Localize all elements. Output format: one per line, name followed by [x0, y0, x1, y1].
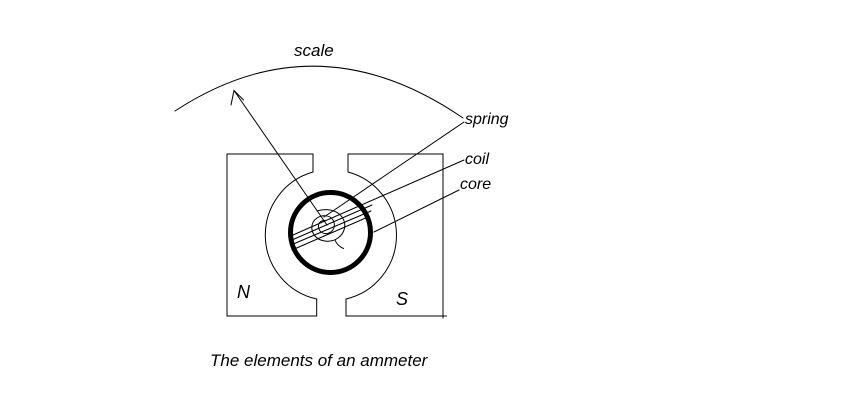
- north-pole-label: N: [237, 282, 250, 302]
- spring-spiral-tail: [334, 239, 344, 249]
- spring-label: spring: [465, 111, 509, 128]
- magnet-left-pole: [226, 153, 318, 317]
- needle-line: [233, 90, 328, 226]
- needle-arrowhead-icon: [230, 89, 244, 106]
- core-ring: [288, 190, 373, 275]
- spring-spiral: [311, 209, 346, 242]
- magnet-left-gap-arc: [264, 171, 318, 300]
- core-leader-line: [373, 189, 460, 233]
- caption: The elements of an ammeter: [210, 351, 428, 370]
- coil-band-line-2: [291, 204, 373, 241]
- magnet-right-pole: [345, 153, 447, 319]
- coil-label: coil: [465, 151, 490, 168]
- south-pole-label: S: [396, 289, 409, 309]
- spring-leader-line: [323, 121, 465, 218]
- core-label: core: [460, 176, 492, 193]
- scale-label: scale: [294, 41, 334, 60]
- coil-band-line-1: [292, 159, 465, 236]
- coil-band-line-3: [290, 210, 372, 246]
- coil-band-line-4: [291, 216, 369, 251]
- scale-arc: [174, 65, 464, 119]
- magnet-right-gap-arc: [345, 171, 397, 300]
